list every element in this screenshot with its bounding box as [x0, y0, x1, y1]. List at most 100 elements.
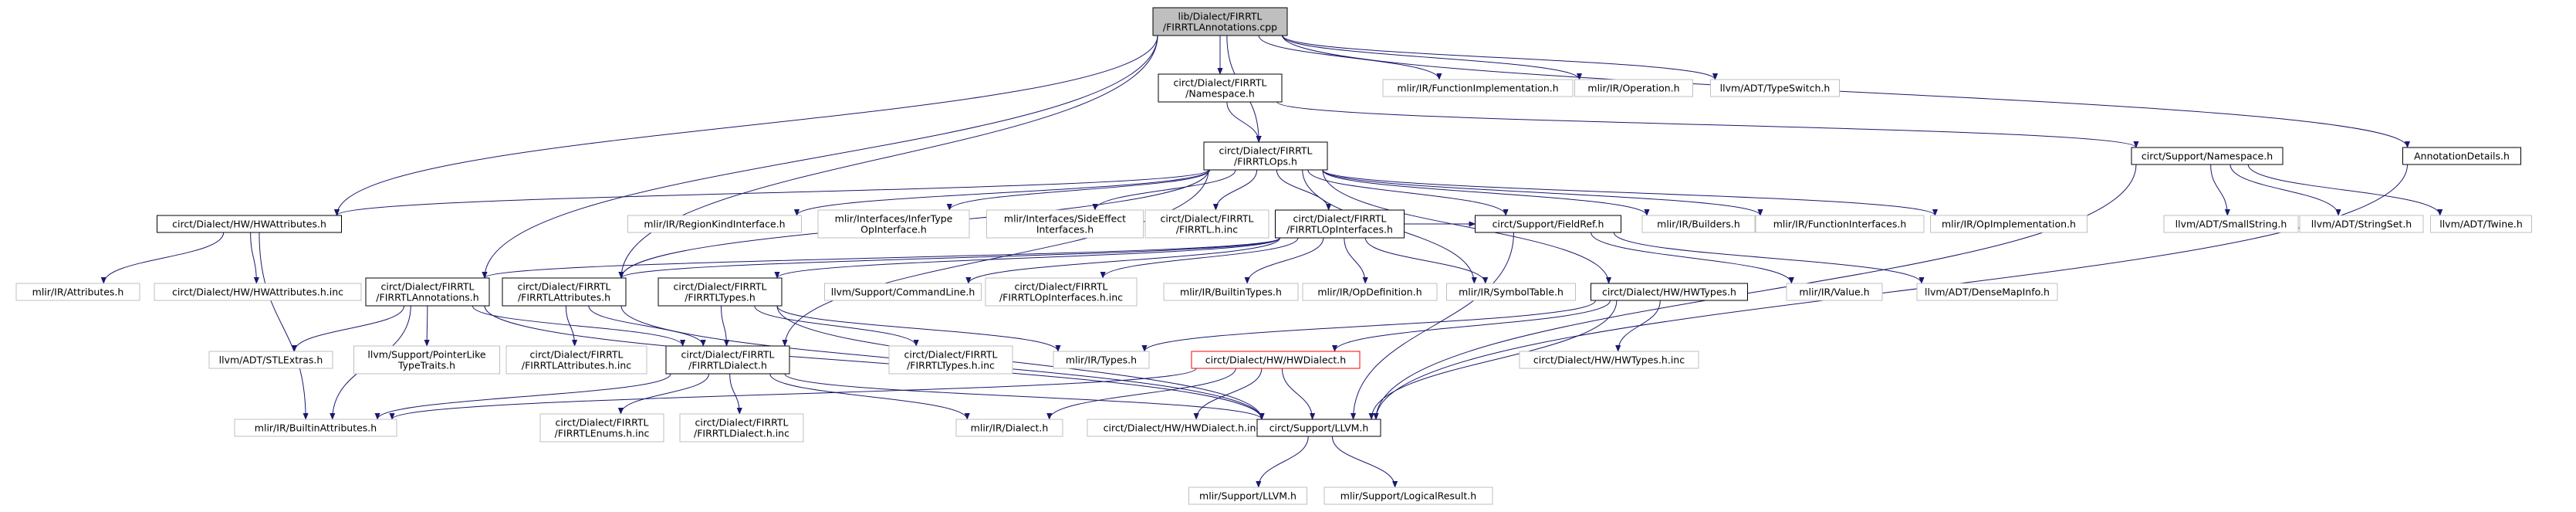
node-box — [2299, 215, 2424, 233]
node-llvm-support-commandline-h: llvm/Support/CommandLine.h — [824, 283, 982, 301]
node-circt-dialect-firrtl-firrtltypes-h-inc: circt/Dialect/FIRRTL/FIRRTLTypes.h.inc — [888, 345, 1013, 375]
node-box — [1930, 215, 2088, 233]
node-label: circt/Dialect/FIRRTL — [695, 417, 788, 429]
edge-ns-to-ops — [1226, 101, 1262, 143]
edge-ftypes-to-ftypesinc — [754, 305, 919, 347]
node-label: circt/Dialect/FIRRTL — [517, 281, 610, 293]
node-circt-dialect-firrtl-firrtlattributes-h[interactable]: circt/Dialect/FIRRTL/FIRRTLAttributes.h — [502, 277, 627, 307]
node-label: /FIRRTLDialect.h.inc — [694, 428, 789, 439]
node-circt-dialect-hw-hwattributes-h[interactable]: circt/Dialect/HW/HWAttributes.h — [157, 215, 342, 233]
edge-fdialect-to-irdialect — [769, 373, 970, 420]
edge-opif-to-fann — [482, 237, 1280, 279]
node-mlir-ir-attributes-h: mlir/IR/Attributes.h — [15, 283, 140, 301]
node-circt-support-namespace-h[interactable]: circt/Support/Namespace.h — [2131, 147, 2284, 165]
node-label: Interfaces.h — [1036, 224, 1094, 236]
node-mlir-ir-dialect-h: mlir/IR/Dialect.h — [955, 419, 1063, 437]
node-circt-dialect-firrtl-firrtlops-h[interactable]: circt/Dialect/FIRRTL/FIRRTLOps.h — [1203, 141, 1328, 171]
node-label: circt/Support/FieldRef.h — [1493, 219, 1604, 230]
node-circt-dialect-hw-hwtypes-h[interactable]: circt/Dialect/HW/HWTypes.h — [1591, 283, 1748, 301]
node-llvm-adt-stlextras-h: llvm/ADT/STLExtras.h — [208, 351, 333, 369]
node-circt-dialect-firrtl-namespace-h[interactable]: circt/Dialect/FIRRTL/Namespace.h — [1158, 73, 1283, 103]
node-box — [1158, 73, 1283, 103]
edge-ops-to-regkind — [794, 169, 1209, 216]
node-box — [658, 277, 783, 307]
node-label: /FIRRTLAnnotations.h — [376, 292, 478, 303]
node-box — [824, 283, 982, 301]
node-label: mlir/Support/LogicalResult.h — [1340, 490, 1476, 502]
edge-root-to-anndet — [1282, 35, 2410, 148]
edges-layer — [100, 35, 2443, 488]
node-label: mlir/IR/RegionKindInterface.h — [644, 219, 785, 230]
node-box — [1519, 351, 1699, 369]
node-label: /FIRRTLAnnotations.cpp — [1163, 22, 1277, 33]
node-box — [1053, 351, 1150, 369]
node-mlir-ir-functioninterfaces-h: mlir/IR/FunctionInterfaces.h — [1755, 215, 1925, 233]
node-circt-dialect-firrtl-firrtlopinterfaces-h[interactable]: circt/Dialect/FIRRTL/FIRRTLOpInterfaces.… — [1275, 209, 1405, 239]
node-annotationdetails-h[interactable]: AnnotationDetails.h — [2402, 147, 2521, 165]
edge-hwattr-to-battr — [259, 232, 309, 420]
node-mlir-ir-opimplementation-h: mlir/IR/OpImplementation.h — [1930, 215, 2088, 233]
node-mlir-ir-regionkindinterface-h: mlir/IR/RegionKindInterface.h — [627, 215, 802, 233]
node-label: llvm/Support/CommandLine.h — [831, 287, 975, 298]
edge-hwtypes-to-hwdialect — [1331, 300, 1611, 352]
node-label: circt/Dialect/HW/HWDialect.h.inc — [1104, 422, 1262, 434]
node-box — [627, 215, 802, 233]
node-lib-dialect-firrtl-firrtlannotations-cpp[interactable]: lib/Dialect/FIRRTL/FIRRTLAnnotations.cpp — [1152, 7, 1288, 36]
node-mlir-ir-symboltable-h: mlir/IR/SymbolTable.h — [1446, 283, 1576, 301]
edge-ops-to-firrtlhinc — [1212, 169, 1258, 211]
node-circt-dialect-firrtl-firrtlannotations-h[interactable]: circt/Dialect/FIRRTL/FIRRTLAnnotations.h — [365, 277, 490, 307]
edge-hwtypes-to-llvmh — [1368, 300, 1618, 420]
edge-opif-to-symtab — [1364, 237, 1489, 284]
node-circt-dialect-hw-hwdialect-h[interactable]: circt/Dialect/HW/HWDialect.h — [1191, 351, 1361, 369]
node-box — [505, 345, 647, 375]
node-circt-support-llvm-h[interactable]: circt/Support/LLVM.h — [1256, 419, 1381, 437]
edge-ops-to-opimpl — [1322, 169, 1938, 216]
node-label: circt/Dialect/FIRRTL — [555, 417, 648, 429]
node-label: circt/Dialect/FIRRTL — [1173, 77, 1266, 89]
node-box — [1710, 79, 1840, 97]
edge-hwattr-to-irattr — [100, 232, 225, 284]
node-label: circt/Dialect/FIRRTL — [904, 349, 997, 361]
node-box — [1755, 215, 1925, 233]
edge-opif-to-btypes — [1244, 237, 1324, 284]
node-label: /Namespace.h — [1185, 88, 1255, 100]
edge-fieldref-to-densemap — [1613, 232, 1925, 284]
edge-fann-to-ptrlike — [424, 305, 430, 347]
edge-fann-to-fdialect — [472, 305, 686, 347]
node-label: circt/Dialect/FIRRTL — [1219, 145, 1312, 157]
node-mlir-ir-builders-h: mlir/IR/Builders.h — [1641, 215, 1756, 233]
node-circt-support-fieldref-h[interactable]: circt/Support/FieldRef.h — [1475, 215, 1621, 233]
node-label: /FIRRTLTypes.h — [685, 292, 756, 303]
edge-hwdialect-to-irdialect — [1046, 368, 1236, 420]
node-circt-dialect-hw-hwattributes-h-inc: circt/Dialect/HW/HWAttributes.h.inc — [154, 283, 362, 301]
node-label: circt/Dialect/HW/HWTypes.h.inc — [1533, 354, 1685, 366]
node-label: OpInterface.h — [860, 224, 927, 236]
node-box — [1323, 487, 1493, 505]
node-box — [1591, 283, 1748, 301]
node-label: /FIRRTLAttributes.h.inc — [522, 360, 631, 371]
edge-root-to-fimpl — [1258, 35, 1442, 80]
edge-ops-to-fieldref — [1307, 169, 1509, 216]
node-circt-dialect-firrtl-firrtltypes-h[interactable]: circt/Dialect/FIRRTL/FIRRTLTypes.h — [658, 277, 783, 307]
node-box — [1574, 79, 1693, 97]
node-box — [154, 283, 362, 301]
node-circt-dialect-hw-hwtypes-h-inc: circt/Dialect/HW/HWTypes.h.inc — [1519, 351, 1699, 369]
node-circt-dialect-firrtl-firrtldialect-h[interactable]: circt/Dialect/FIRRTL/FIRRTLDialect.h — [665, 345, 790, 375]
node-box — [234, 419, 397, 437]
node-label: llvm/ADT/Twine.h — [2439, 219, 2523, 230]
edge-hwtypes-to-irtypes — [1141, 300, 1596, 352]
edge-opif-to-opdef — [1344, 237, 1368, 284]
edge-fieldref-to-value — [1591, 232, 1794, 284]
node-box — [1302, 283, 1438, 301]
edge-hwdialect-to-llvmh — [1281, 368, 1316, 420]
node-box — [817, 209, 970, 239]
node-mlir-ir-types-h: mlir/IR/Types.h — [1053, 351, 1150, 369]
node-circt-dialect-firrtl-firrtlenums-h-inc: circt/Dialect/FIRRTL/FIRRTLEnums.h.inc — [539, 413, 664, 442]
edge-hwdialect-to-battr — [389, 368, 1197, 420]
node-label: circt/Support/Namespace.h — [2142, 151, 2273, 162]
node-llvm-adt-stringset-h: llvm/ADT/StringSet.h — [2299, 215, 2424, 233]
node-label: /FIRRTLTypes.h.inc — [907, 360, 995, 371]
node-box — [1641, 215, 1756, 233]
